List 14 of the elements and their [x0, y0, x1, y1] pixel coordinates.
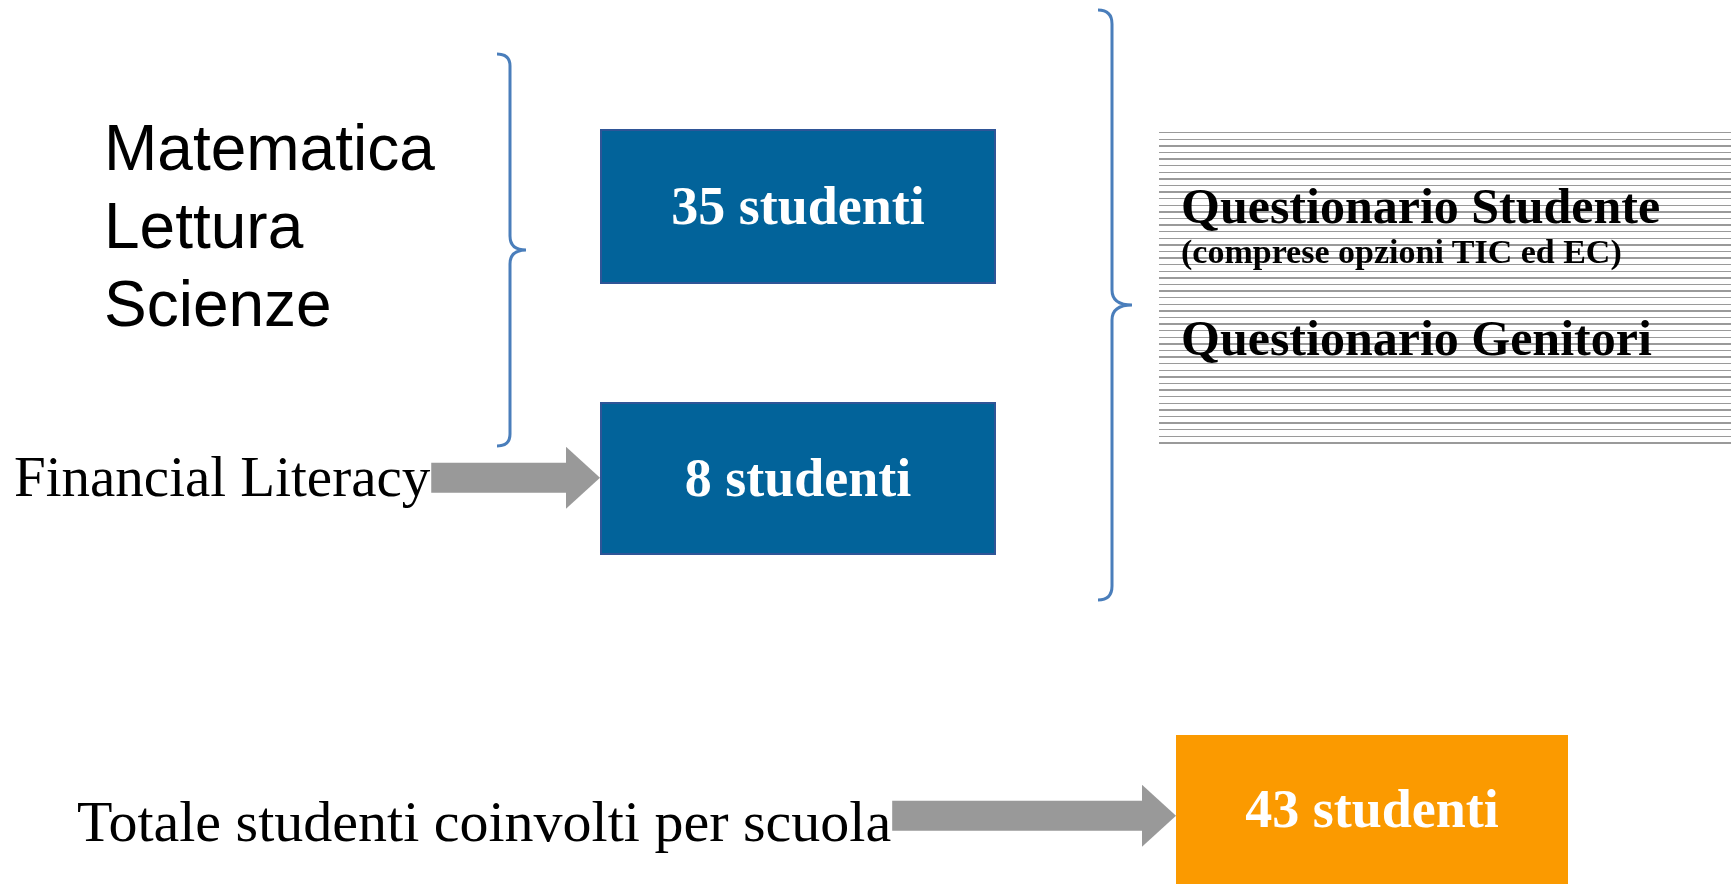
heading-text: Questionario Studente	[1181, 178, 1662, 234]
block-arrow	[892, 784, 1176, 847]
subject-label: Matematica	[104, 112, 435, 184]
block-arrow	[431, 446, 600, 509]
process-box: 35 studenti	[600, 129, 996, 284]
heading-text: Questionario Genitori	[1181, 310, 1653, 366]
subject-label: Lettura	[104, 190, 304, 262]
note-text: (comprese opzioni TIC ed EC)	[1181, 234, 1623, 270]
source-text: Totale studenti coinvolti per scuola	[77, 790, 892, 854]
hatched-box	[1159, 132, 1731, 447]
result-box: 43 studenti	[1176, 735, 1568, 884]
subject-label: Scienze	[104, 268, 332, 340]
process-box: 8 studenti	[600, 402, 996, 555]
source-text: Financial Literacy	[14, 445, 431, 509]
